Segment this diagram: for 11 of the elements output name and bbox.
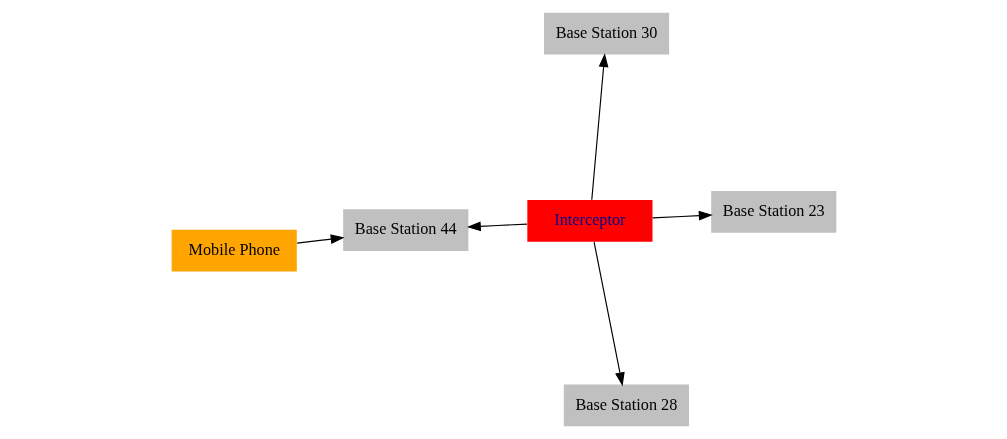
- arrow: [296, 234, 345, 244]
- arrow: [593, 241, 625, 387]
- node-box: Base Station 23: [710, 191, 836, 233]
- node-box: Interceptor: [526, 200, 652, 242]
- node-box: Base Station 44: [342, 209, 468, 252]
- arrow: [590, 53, 608, 201]
- node-box: Mobile Phone: [171, 229, 297, 272]
- arrow: [651, 210, 713, 221]
- node-box: Base Station 30: [543, 12, 669, 55]
- arrow: [466, 221, 528, 232]
- node-box: Base Station 28: [563, 384, 689, 427]
